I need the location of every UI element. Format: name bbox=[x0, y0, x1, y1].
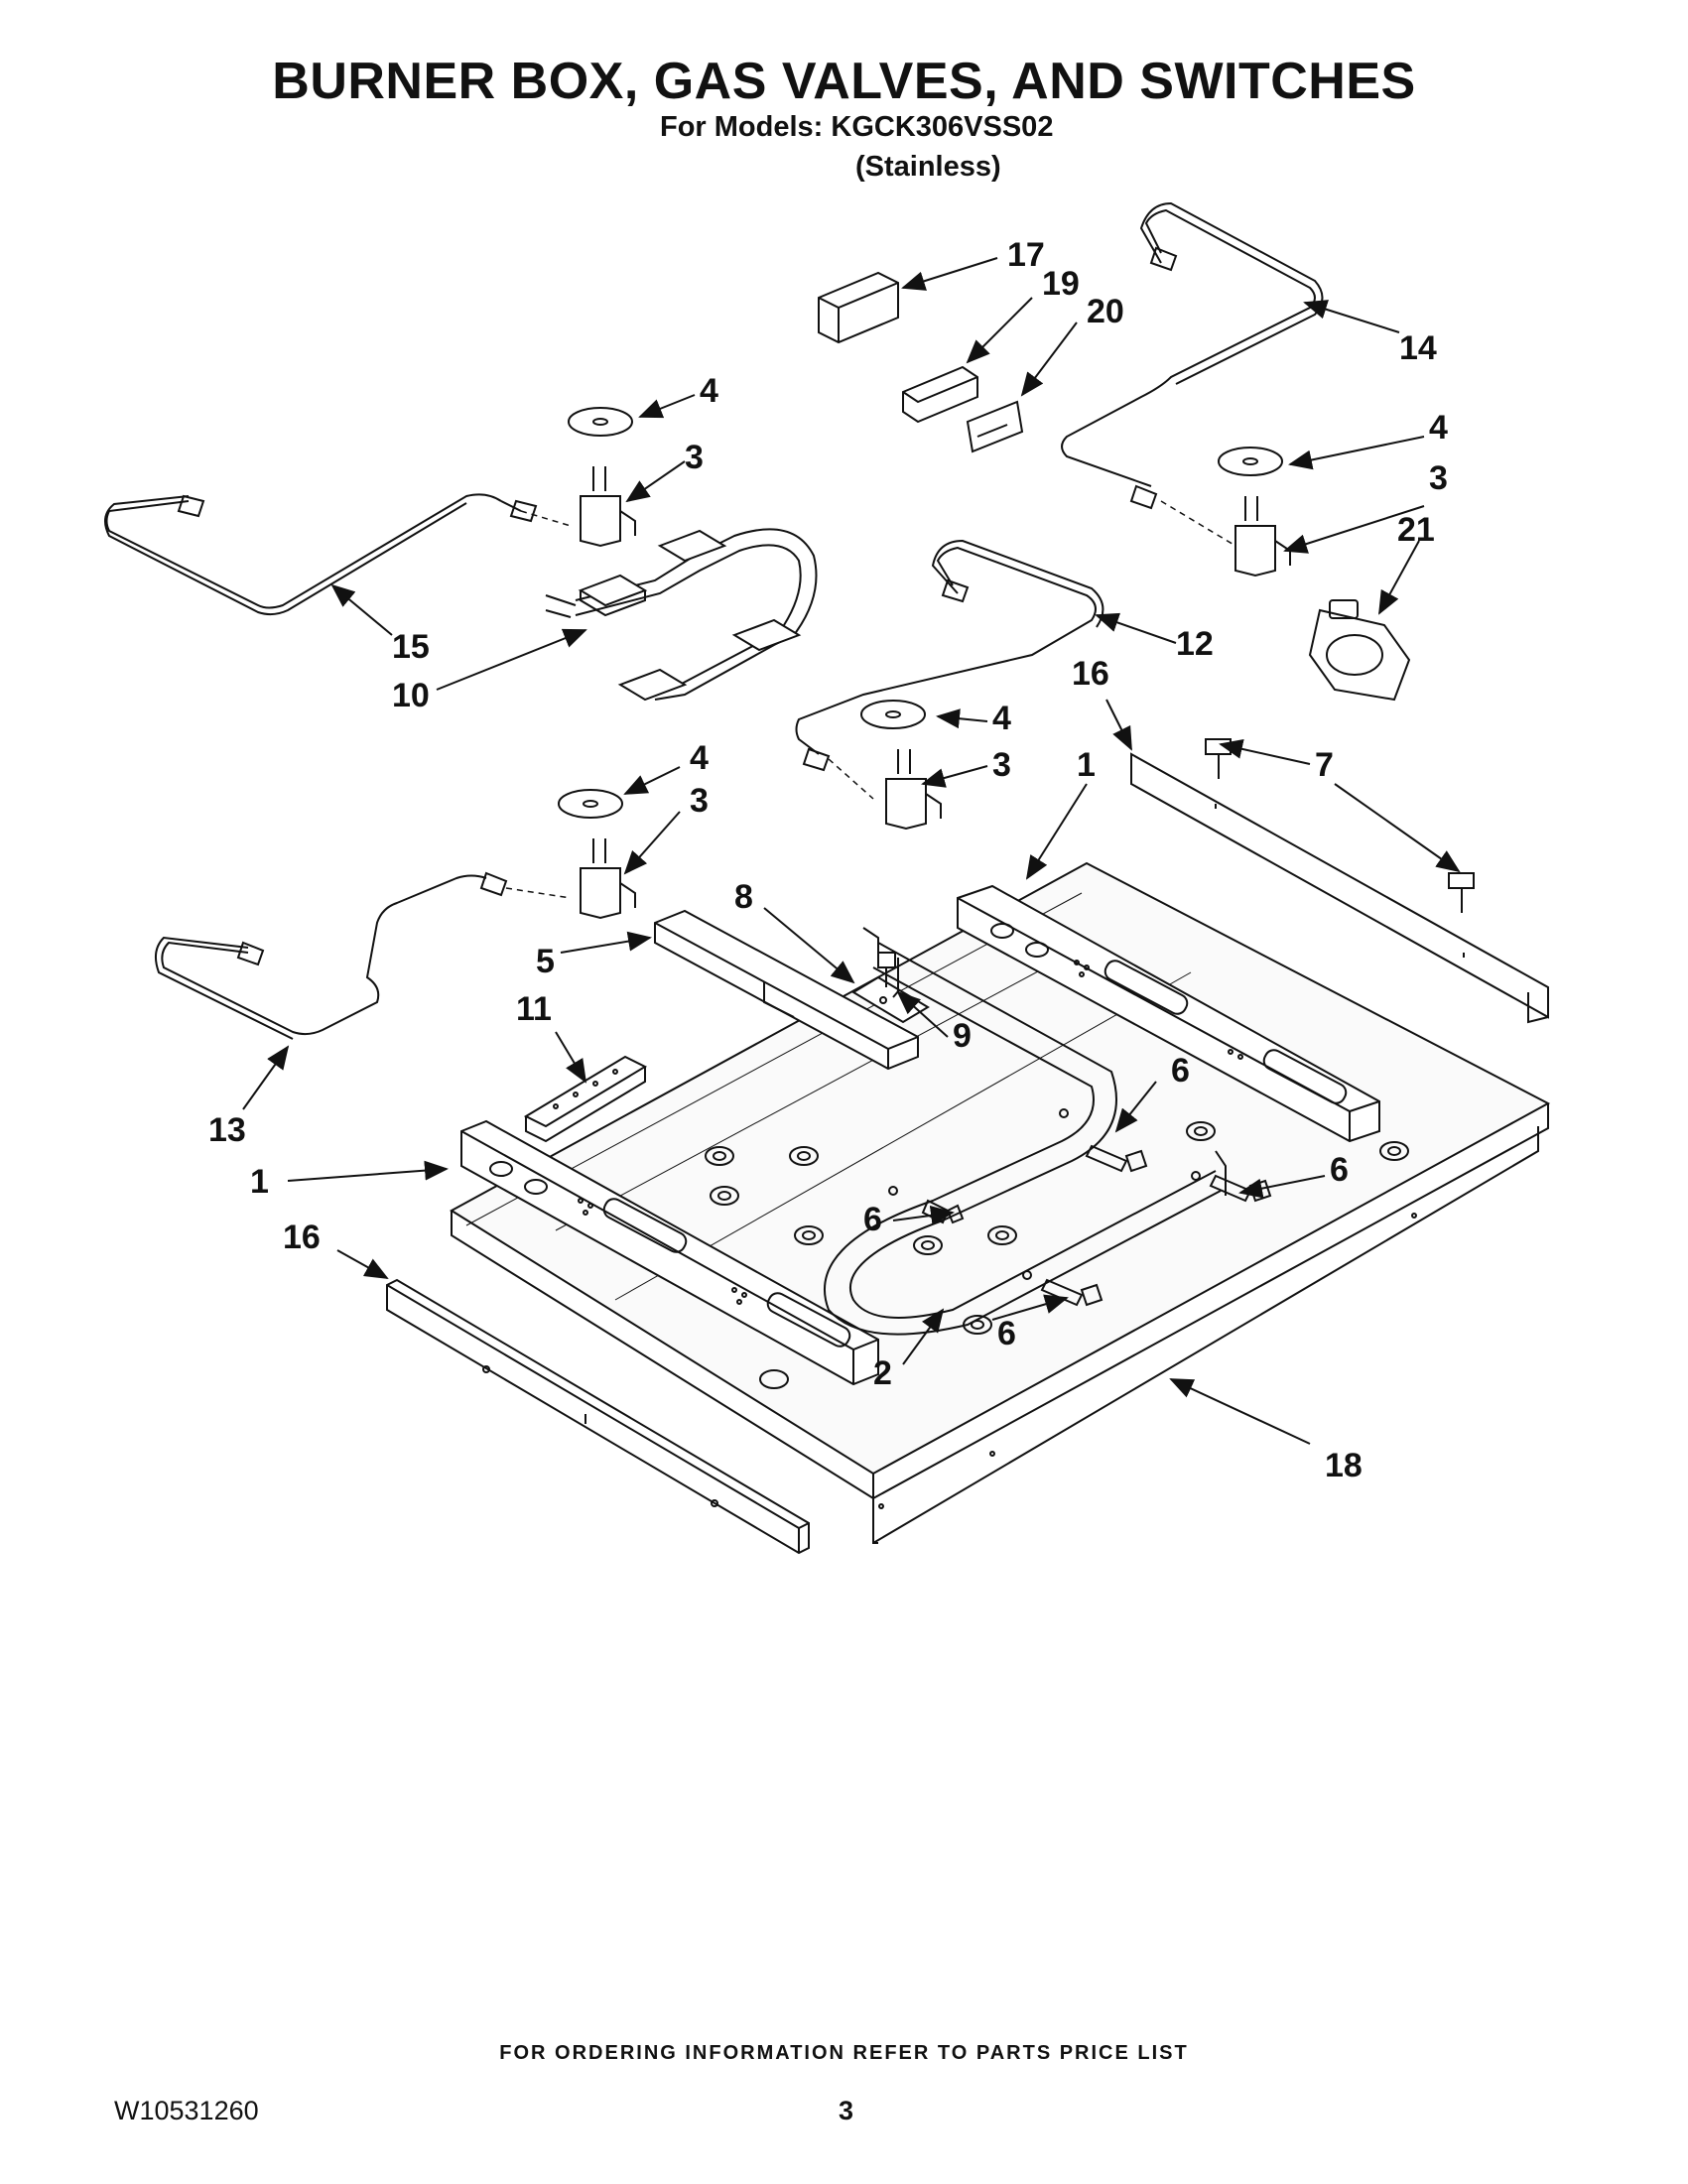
callout-7: 7 bbox=[1315, 746, 1334, 784]
gas-tube-13 bbox=[154, 871, 508, 1040]
callout-4-upper-left: 4 bbox=[700, 372, 718, 410]
variant-line: (Stainless) bbox=[855, 151, 1001, 183]
document-id: W10531260 bbox=[114, 2096, 259, 2125]
gas-valve-upper-right bbox=[1218, 447, 1291, 578]
callout-3-middle: 3 bbox=[992, 746, 1011, 784]
model-line: For Models: KGCK306VSS02 bbox=[660, 111, 1054, 143]
connection-guides bbox=[505, 500, 1236, 899]
gas-valve-upper-left bbox=[568, 407, 636, 548]
callout-2: 2 bbox=[873, 1354, 892, 1392]
switch-holder bbox=[818, 271, 899, 344]
ignition-switch bbox=[902, 365, 978, 424]
switch-plate bbox=[966, 400, 1024, 453]
callout-6-lower: 6 bbox=[997, 1315, 1016, 1352]
callout-20: 20 bbox=[1087, 293, 1124, 330]
page-number: 3 bbox=[839, 2096, 854, 2125]
rear-trim-strip bbox=[1130, 752, 1549, 1024]
callout-1-rear: 1 bbox=[1077, 746, 1096, 784]
callout-10: 10 bbox=[392, 677, 430, 714]
burner-port-group bbox=[705, 1121, 1409, 1389]
callout-17: 17 bbox=[1007, 236, 1045, 274]
callout-19: 19 bbox=[1042, 265, 1080, 303]
callout-6-right: 6 bbox=[1330, 1151, 1349, 1189]
leader-arrows bbox=[242, 257, 1461, 1445]
callout-14: 14 bbox=[1399, 329, 1437, 367]
burner-support-bracket-front bbox=[460, 1119, 879, 1386]
callout-labels: 17 19 20 14 4 3 4 3 21 15 10 12 16 4 3 1… bbox=[208, 236, 1448, 1484]
gas-valve-middle bbox=[860, 700, 942, 831]
gas-tube-14 bbox=[1061, 201, 1324, 510]
callout-1-front: 1 bbox=[250, 1163, 269, 1201]
gas-valve-lower-left bbox=[558, 789, 636, 920]
callout-16-front: 16 bbox=[283, 1219, 321, 1256]
ordering-note: FOR ORDERING INFORMATION REFER TO PARTS … bbox=[499, 2042, 1189, 2064]
page-title: BURNER BOX, GAS VALVES, AND SWITCHES bbox=[272, 53, 1416, 110]
callout-15: 15 bbox=[392, 628, 430, 666]
front-trim-strip bbox=[386, 1278, 810, 1555]
pressure-regulator bbox=[1308, 599, 1411, 702]
callout-5: 5 bbox=[536, 943, 555, 980]
callout-13: 13 bbox=[208, 1111, 246, 1149]
callout-4-upper-right: 4 bbox=[1429, 409, 1448, 447]
screw-part-9 bbox=[877, 952, 899, 992]
callout-3-upper-left: 3 bbox=[685, 439, 704, 476]
callout-6-center: 6 bbox=[863, 1201, 882, 1238]
gas-tube-15 bbox=[104, 493, 538, 616]
callout-3-upper-right: 3 bbox=[1429, 459, 1448, 497]
callout-21: 21 bbox=[1397, 511, 1435, 549]
spark-bracket bbox=[523, 1055, 648, 1143]
callout-12: 12 bbox=[1176, 625, 1214, 663]
callout-11: 11 bbox=[516, 990, 552, 1028]
callout-3-lower-left: 3 bbox=[690, 782, 709, 820]
callout-4-lower-left: 4 bbox=[690, 739, 709, 777]
callout-18: 18 bbox=[1325, 1447, 1363, 1484]
wiring-harness bbox=[545, 528, 818, 702]
callout-8: 8 bbox=[734, 878, 753, 916]
callout-6-upper: 6 bbox=[1171, 1052, 1190, 1090]
callout-9: 9 bbox=[953, 1017, 972, 1055]
gas-tube-12 bbox=[795, 539, 1104, 772]
callout-16-rear: 16 bbox=[1072, 655, 1109, 693]
burner-support-bracket-rear bbox=[957, 884, 1380, 1143]
cross-brace bbox=[654, 909, 919, 1071]
callout-4-middle: 4 bbox=[992, 700, 1011, 737]
